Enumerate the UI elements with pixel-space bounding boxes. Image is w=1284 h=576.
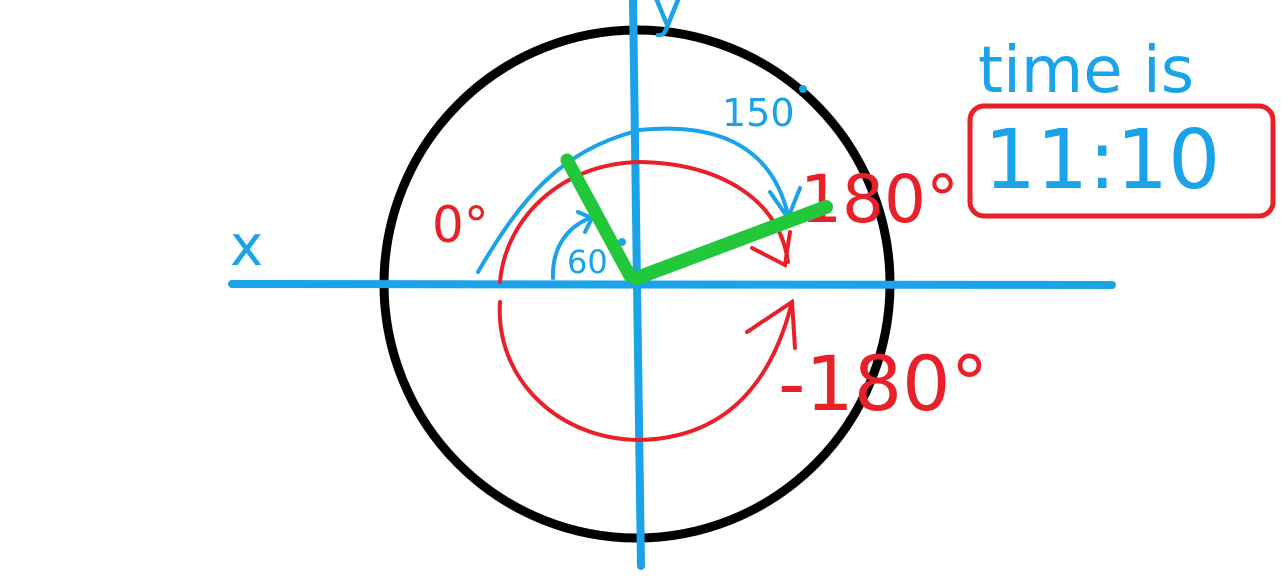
dot-150	[799, 85, 807, 93]
angle-label-negative-180: -180°	[778, 339, 988, 428]
arc-negative-180	[497, 300, 794, 443]
angle-label-positive-180: 180°	[800, 161, 959, 238]
arc-positive-180	[498, 159, 790, 284]
x-axis-label: x	[230, 214, 263, 279]
y-axis-label: y	[652, 0, 683, 39]
time-note-prefix: time is	[978, 34, 1194, 108]
hour-hand	[560, 153, 637, 283]
time-note-box	[967, 103, 1276, 219]
arc-150-degrees	[476, 126, 790, 274]
arc-60-degrees	[550, 216, 592, 280]
angle-label-zero: 0°	[432, 196, 489, 254]
time-note-value: 11:10	[984, 113, 1220, 208]
arc-positive-180-arrowhead	[750, 230, 792, 269]
x-axis	[228, 280, 1116, 289]
angle-label-60: 60	[567, 243, 608, 281]
arc-negative-180-arrowhead	[745, 298, 797, 350]
minute-hand	[630, 200, 833, 285]
angle-label-150: 150	[722, 91, 795, 135]
